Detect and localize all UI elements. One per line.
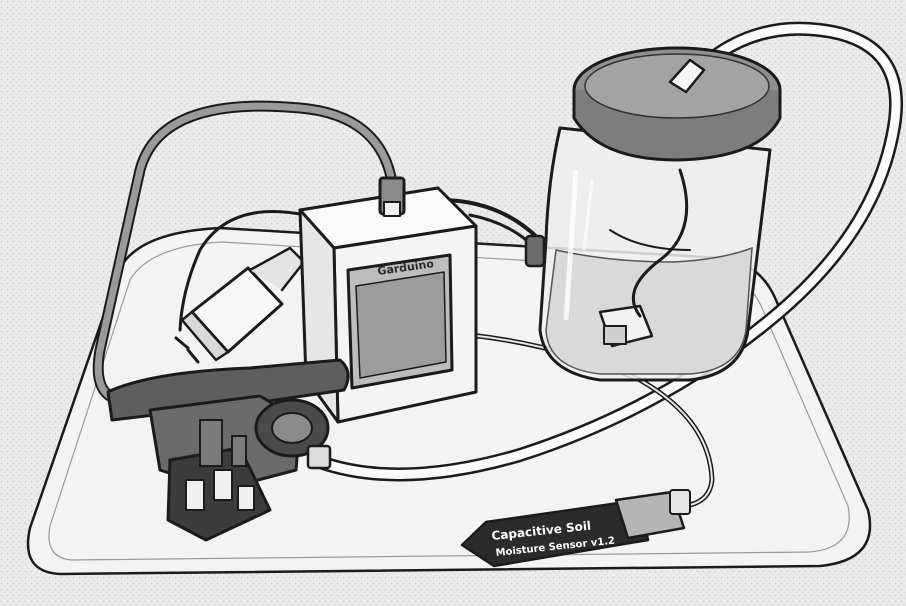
controller-box: Garduino xyxy=(298,176,478,424)
power-wire xyxy=(178,210,307,332)
power-adapter-icon xyxy=(174,246,306,364)
usb-cable-fill xyxy=(94,102,396,404)
soil-moisture-sensor: Capacitive Soil Moisture Sensor v1.2 xyxy=(460,489,691,568)
sensor-wire-fill xyxy=(469,334,714,506)
mat-inner-edge xyxy=(48,241,850,561)
water-tube-fill xyxy=(318,24,901,479)
water-jar xyxy=(524,46,782,382)
pump-assembly xyxy=(106,358,350,542)
usb-plug-icon xyxy=(378,176,406,217)
